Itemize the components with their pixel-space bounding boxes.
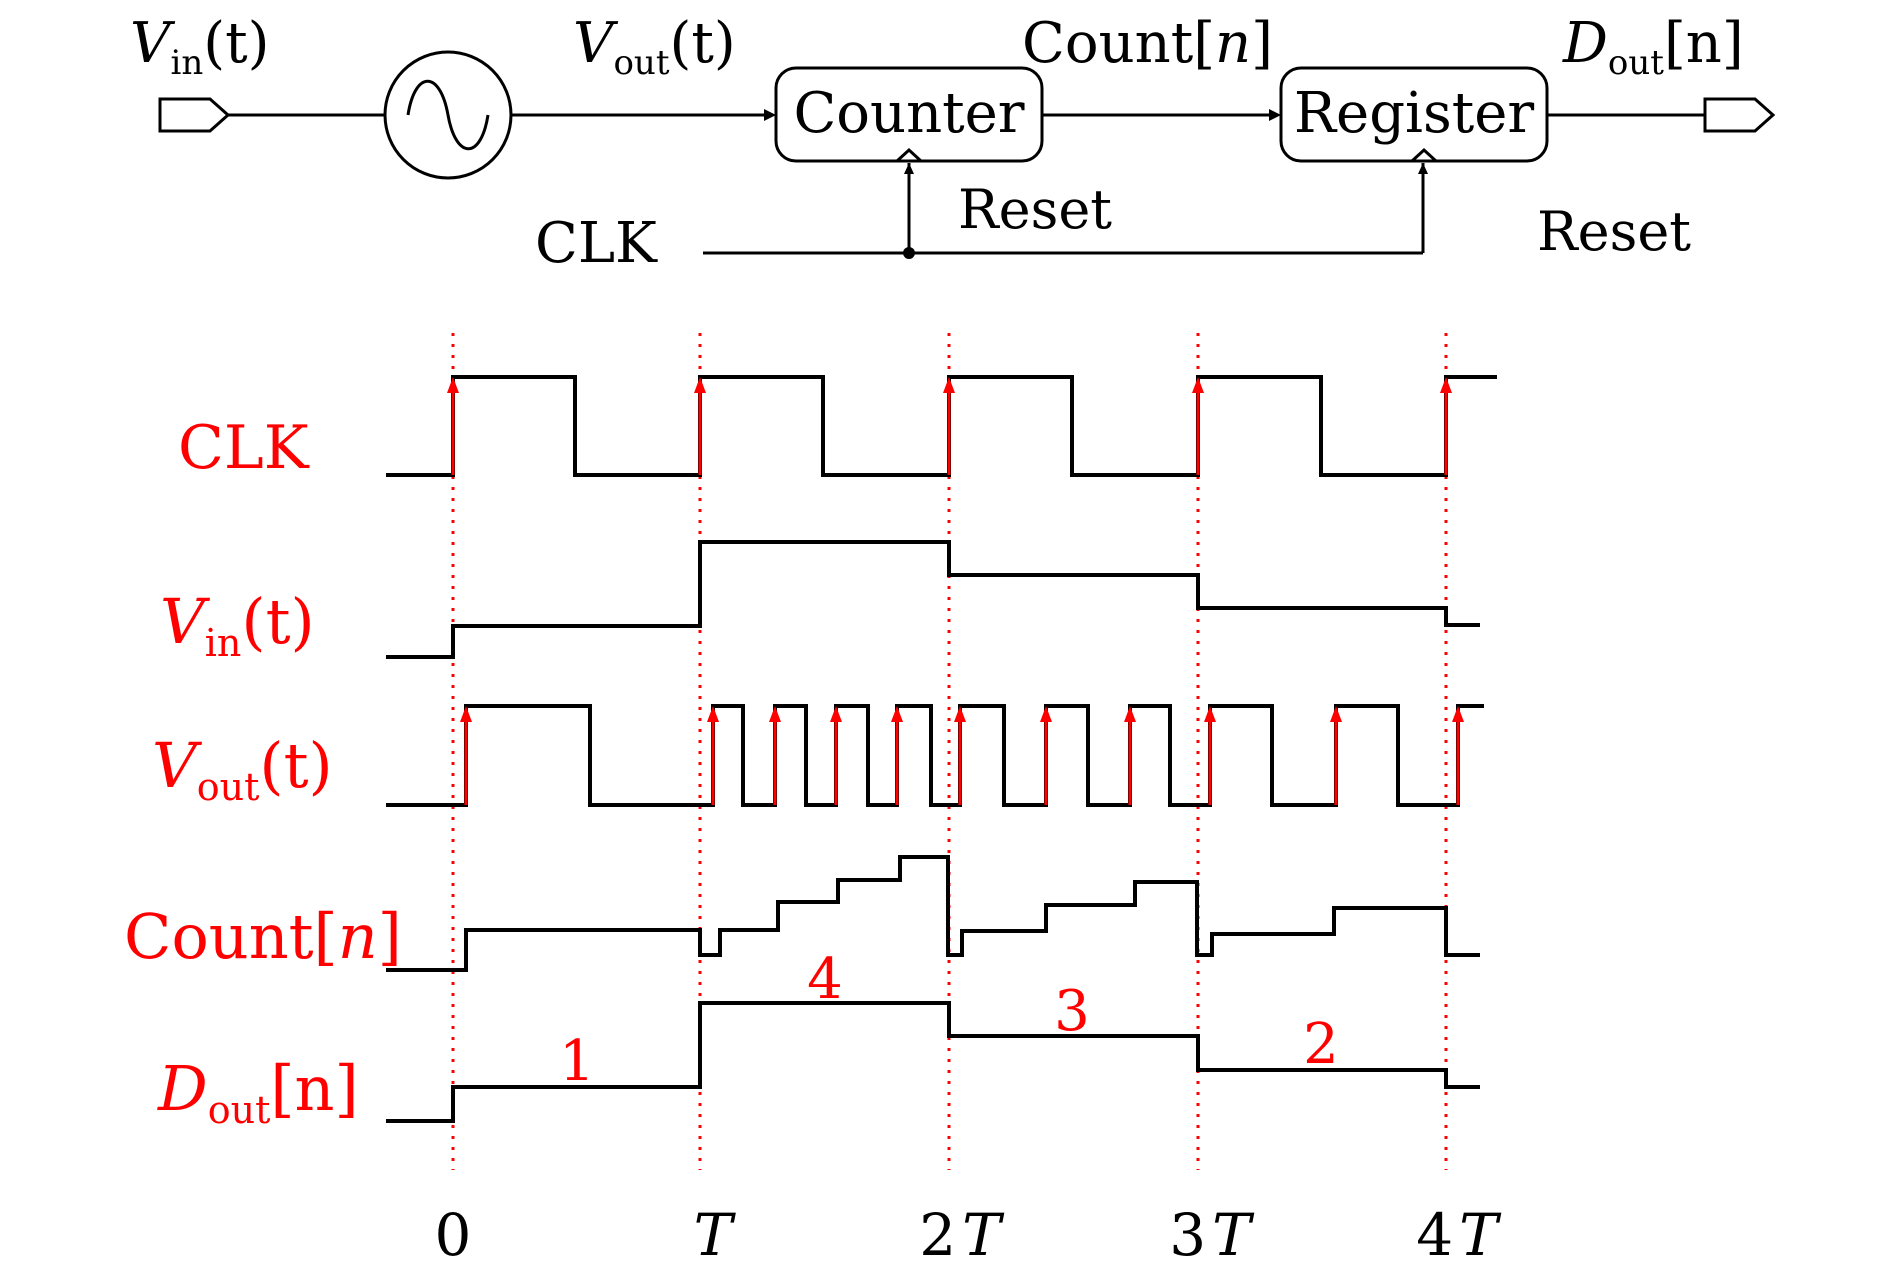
- vout-rising-edge-6-head: [1040, 706, 1052, 722]
- clk-waveform: [386, 375, 1497, 477]
- count-block-label: Count[n]: [1022, 11, 1273, 76]
- signal-label-clk: CLK: [178, 413, 310, 483]
- count-waveform: [386, 855, 1480, 972]
- arrow-head: [1418, 163, 1428, 174]
- dout-block-label: Dout[n]: [1562, 11, 1744, 83]
- dout-value-4: 4: [807, 947, 843, 1012]
- vout-rising-edge-0-head: [460, 706, 472, 722]
- register-label: Register: [1294, 81, 1534, 146]
- register-clock-input-icon: [1408, 147, 1440, 163]
- clk-rising-edge-2-head: [943, 377, 955, 393]
- vout-rising-edge-10-head: [1452, 706, 1464, 722]
- clk-rising-edge-3-head: [1192, 377, 1204, 393]
- signal-label-vout: Vout(t): [152, 729, 333, 809]
- vin-waveform: [386, 540, 1480, 659]
- arrow-head: [764, 109, 776, 121]
- vout-rising-edge-4-head: [891, 706, 903, 722]
- vout-waveform: [386, 704, 1484, 807]
- dout-waveform: [386, 1001, 1480, 1123]
- dout-value-3: 3: [1054, 979, 1090, 1044]
- reset-label-counter: Reset: [958, 178, 1112, 241]
- arrow-head: [904, 163, 914, 174]
- counter-label: Counter: [793, 81, 1024, 146]
- signal-label-count: Count[n]: [124, 900, 402, 973]
- output-port-icon: [1703, 97, 1776, 133]
- arrow-head: [1269, 109, 1281, 121]
- junction-dot: [903, 247, 915, 259]
- vout-edge-markers: [460, 706, 1464, 805]
- clk-rising-edge-0-head: [447, 377, 459, 393]
- input-port-icon: [158, 97, 231, 133]
- signal-label-vin: Vin(t): [160, 585, 315, 665]
- dout-value-2: 2: [1303, 1012, 1339, 1077]
- sine-source-icon: [383, 50, 513, 180]
- vout-rising-edge-9-head: [1330, 706, 1342, 722]
- vout-rising-edge-1-head: [707, 706, 719, 722]
- time-markers: [451, 333, 1448, 1170]
- time-tick-0: 0: [435, 1201, 472, 1264]
- clk-rising-edge-4-head: [1440, 377, 1452, 393]
- timing-diagram: CLK Vin(t) Vout(t) Count[n] Dout[n] 1 4 …: [124, 333, 1502, 1264]
- vout-rising-edge-7-head: [1124, 706, 1136, 722]
- vout-rising-edge-2-head: [769, 706, 781, 722]
- vin-block-label: Vin(t): [130, 11, 269, 83]
- clk-rising-edge-1-head: [694, 377, 706, 393]
- reset-label-register: Reset: [1537, 200, 1691, 263]
- signal-label-dout: Dout[n]: [157, 1052, 359, 1132]
- clk-edge-markers: [447, 377, 1452, 475]
- vout-rising-edge-3-head: [830, 706, 842, 722]
- clk-block-label: CLK: [535, 211, 658, 276]
- counter-clock-input-icon: [893, 147, 925, 163]
- block-diagram: Vin(t) Vout(t) Counter Count[n] Register: [130, 11, 1776, 276]
- vout-rising-edge-8-head: [1204, 706, 1216, 722]
- time-tick-1: T: [694, 1201, 737, 1264]
- vout-block-label: Vout(t): [573, 11, 736, 83]
- vout-rising-edge-5-head: [954, 706, 966, 722]
- dout-value-1: 1: [559, 1029, 595, 1094]
